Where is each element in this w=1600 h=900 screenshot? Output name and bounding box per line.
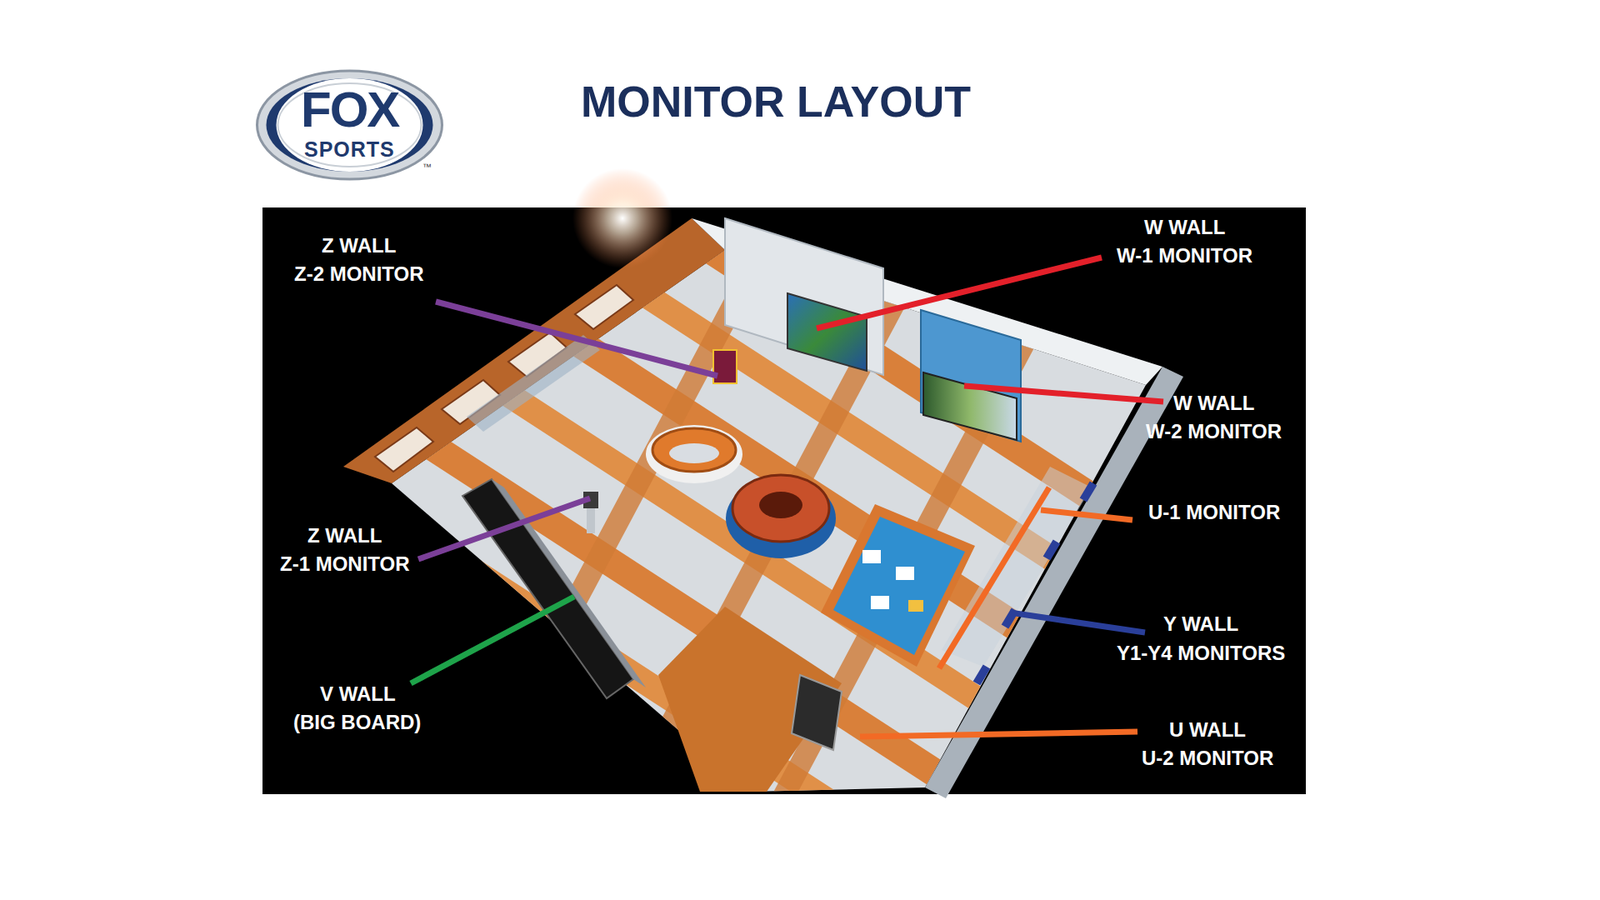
leader-line bbox=[1010, 612, 1145, 633]
leader-line bbox=[418, 498, 590, 560]
callout-label: V WALL bbox=[320, 683, 396, 705]
light-flare bbox=[572, 168, 673, 269]
logo-oval: FOX SPORTS bbox=[255, 68, 445, 182]
logo-wordmark: FOX bbox=[300, 85, 399, 135]
leader-line bbox=[1040, 510, 1133, 520]
leader-line bbox=[435, 301, 718, 376]
callout-label: (BIG BOARD) bbox=[293, 711, 421, 734]
rug bbox=[833, 516, 965, 655]
desk-inner bbox=[669, 443, 720, 464]
callout-label: Y1-Y4 MONITORS bbox=[1116, 642, 1285, 665]
callout-label: Z-1 MONITOR bbox=[280, 553, 410, 575]
callout-label: Y WALL bbox=[1163, 613, 1239, 635]
leader-line bbox=[860, 731, 1138, 737]
logo-subtitle: SPORTS bbox=[304, 139, 395, 160]
round-desk bbox=[732, 475, 830, 542]
left-glass bbox=[466, 335, 600, 432]
callout-label: U-1 MONITOR bbox=[1148, 501, 1280, 524]
callout-label: U WALL bbox=[1169, 719, 1246, 741]
callout-label: U-2 MONITOR bbox=[1141, 747, 1274, 770]
desk-ring bbox=[645, 425, 743, 484]
leader-line bbox=[939, 487, 1050, 669]
leader-line bbox=[816, 257, 1102, 329]
w1-screen bbox=[787, 293, 867, 371]
callout-label: Z WALL bbox=[307, 525, 382, 547]
w2-glass-panel bbox=[920, 310, 1021, 442]
callout-label: Z WALL bbox=[321, 235, 396, 257]
front-room bbox=[658, 606, 842, 792]
callout-label: Z-2 MONITOR bbox=[294, 263, 425, 285]
back-wall-face bbox=[725, 218, 884, 375]
leader-line bbox=[410, 596, 575, 684]
round-desk-hole bbox=[759, 491, 803, 519]
callout-label: W-1 MONITOR bbox=[1116, 245, 1253, 267]
floor-stripes bbox=[287, 16, 1288, 900]
callout-label: W WALL bbox=[1173, 392, 1255, 415]
callout-label: W-2 MONITOR bbox=[1145, 420, 1282, 443]
left-wall-panels bbox=[375, 285, 634, 472]
logo-text: FOX SPORTS bbox=[255, 68, 445, 182]
w2-screen bbox=[923, 372, 1017, 440]
callout-label: W WALL bbox=[1144, 216, 1225, 239]
y-wall-monitors bbox=[976, 483, 1094, 684]
big-board-frame bbox=[491, 479, 646, 688]
leader-line bbox=[964, 385, 1164, 402]
front-room-door bbox=[791, 675, 842, 750]
trademark-mark: ™ bbox=[422, 162, 432, 172]
dark-panel bbox=[262, 207, 1306, 795]
desk bbox=[652, 428, 736, 472]
page-title: MONITOR LAYOUT bbox=[580, 76, 971, 127]
leader-lines bbox=[410, 257, 1164, 737]
rug-furniture bbox=[862, 550, 924, 612]
